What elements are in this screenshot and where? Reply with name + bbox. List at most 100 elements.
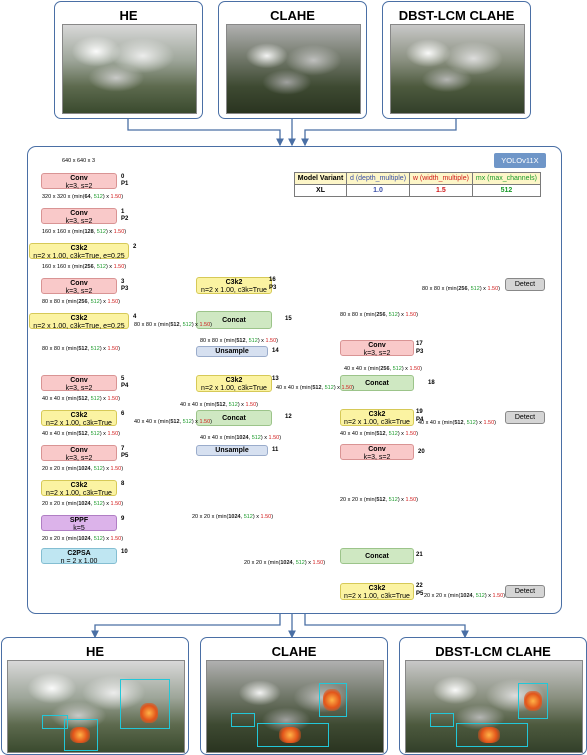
block-tag: P3 (121, 286, 129, 292)
dim-part: 40 x 40 x (min( (200, 435, 237, 441)
dim-part: 320 x 320 x (min( (42, 194, 85, 200)
dim-part: , (87, 346, 91, 352)
block-title: C3k2 (70, 412, 88, 419)
dim-part: ) x (479, 286, 488, 292)
upsample-block: Unsample (196, 445, 268, 456)
dim-part: , (248, 435, 252, 441)
dim-label: 40 x 40 x (min(1024, 512) x 1.50) (200, 435, 281, 441)
dim-part: , (240, 514, 244, 520)
dim-label: 20 x 20 x (min(1024, 512) x 1.50) (42, 536, 123, 542)
dim-part: ) x (397, 312, 406, 318)
dim-part: 40 x 40 x (min( (180, 402, 217, 408)
block-title: C3k2 (70, 315, 88, 322)
block-sub: n=2 x 1.00, c3k=True (46, 420, 112, 427)
dim-part: , (225, 402, 229, 408)
table-cell: 512 (471, 184, 542, 197)
block-title: Conv (70, 377, 88, 384)
dim-part: 1024 (78, 536, 91, 542)
dim-part: ) (271, 514, 274, 520)
table-header: Model Variant (293, 172, 348, 185)
dim-part: 40 x 40 x (min( (134, 419, 171, 425)
panel-title: DBST-LCM CLAHE (398, 8, 515, 23)
dim-part: 512 (93, 501, 103, 507)
dim-label: 20 x 20 x (min(512, 512) x 1.50) (340, 497, 418, 503)
dim-part: 1.50 (107, 396, 119, 402)
dim-part: 1.50 (107, 431, 119, 437)
dim-part: 20 x 20 x (min( (192, 514, 229, 520)
dim-part: 512 (324, 385, 334, 391)
dim-part: 1024 (280, 560, 293, 566)
fire-region (524, 691, 542, 711)
concat-block: Concat (340, 548, 414, 564)
dim-part: 80 x 80 x (min( (422, 286, 459, 292)
block-tag: P2 (121, 216, 129, 222)
dim-part: 512 (388, 497, 398, 503)
dim-part: , (385, 497, 389, 503)
detection-image (7, 660, 185, 753)
dim-part: 512 (312, 385, 322, 391)
block-title: Concat (222, 415, 246, 422)
dim-part: 512 (388, 431, 398, 437)
dim-label: 80 x 80 x (min(512, 512) x 1.50) (42, 346, 120, 352)
concat-block: Concat (196, 311, 272, 329)
block-sub: n=2 x 1.00, c3k=True (201, 287, 267, 294)
dim-part: 512 (78, 431, 88, 437)
dim-part: 1.50 (405, 312, 417, 318)
block-tag: P4 (121, 383, 129, 389)
block-sub: k=3, s=2 (65, 218, 93, 225)
block-title: Unsample (215, 348, 249, 355)
dim-part: 256 (78, 299, 88, 305)
panel-title: HE (119, 8, 138, 23)
dim-part: 512 (376, 431, 386, 437)
dim-part: ) (279, 435, 282, 441)
dim-part: 512 (182, 419, 192, 425)
dim-part: 512 (388, 312, 398, 318)
detection-box (456, 723, 528, 747)
detection-box (42, 715, 68, 729)
block-sub: n=2 x 1.00, c3k=True (201, 385, 267, 392)
fire-region (140, 703, 158, 723)
dim-part: 512 (182, 322, 192, 328)
dim-part: ) x (102, 194, 111, 200)
dim-part: 512 (96, 229, 106, 235)
dim-part: 256 (458, 286, 468, 292)
dim-part: 1.50 (199, 322, 211, 328)
dim-part: 40 x 40 x (min( (344, 366, 381, 372)
dim-part: 512 (170, 322, 180, 328)
dim-label: 160 x 160 x (min(256, 512) x 1.50) (42, 264, 126, 270)
dim-part: ) (210, 322, 213, 328)
dim-part: 1.50 (260, 514, 272, 520)
dim-part: ) x (99, 346, 108, 352)
dim-part: 512 (78, 346, 88, 352)
block-index: 18 (428, 380, 435, 386)
dim-part: 512 (90, 346, 100, 352)
dim-part: 1024 (78, 466, 91, 472)
block-title: Conv (70, 280, 88, 287)
block-title: Conv (70, 210, 88, 217)
concat-block: Concat (340, 375, 414, 391)
block-index: 7 (121, 446, 125, 452)
dim-part: 1.50 (107, 299, 119, 305)
detection-box (430, 713, 454, 727)
top-panel-he: HE (54, 1, 203, 119)
dim-part: 1024 (78, 501, 91, 507)
dim-label: 40 x 40 x (min(512, 512) x 1.50) (42, 396, 120, 402)
dim-part: 80 x 80 x (min( (42, 346, 79, 352)
bottom-panel-he: HE (1, 637, 189, 755)
dim-part: , (385, 312, 389, 318)
block-tag: P1 (121, 181, 129, 187)
block-title: Conv (368, 446, 386, 453)
dim-part: 1.50 (245, 402, 257, 408)
dim-part: ) x (191, 322, 200, 328)
wildfire-image (390, 24, 525, 114)
dim-label: 40 x 40 x (min(512, 512) x 1.50) (340, 431, 418, 437)
dim-label: 20 x 20 x (min(1024, 512) x 1.50) (42, 501, 123, 507)
block-sub: k=3, s=2 (65, 385, 93, 392)
block-title: C3k2 (70, 245, 88, 252)
dim-part: ) x (105, 264, 114, 270)
dim-part: ) x (484, 593, 493, 599)
